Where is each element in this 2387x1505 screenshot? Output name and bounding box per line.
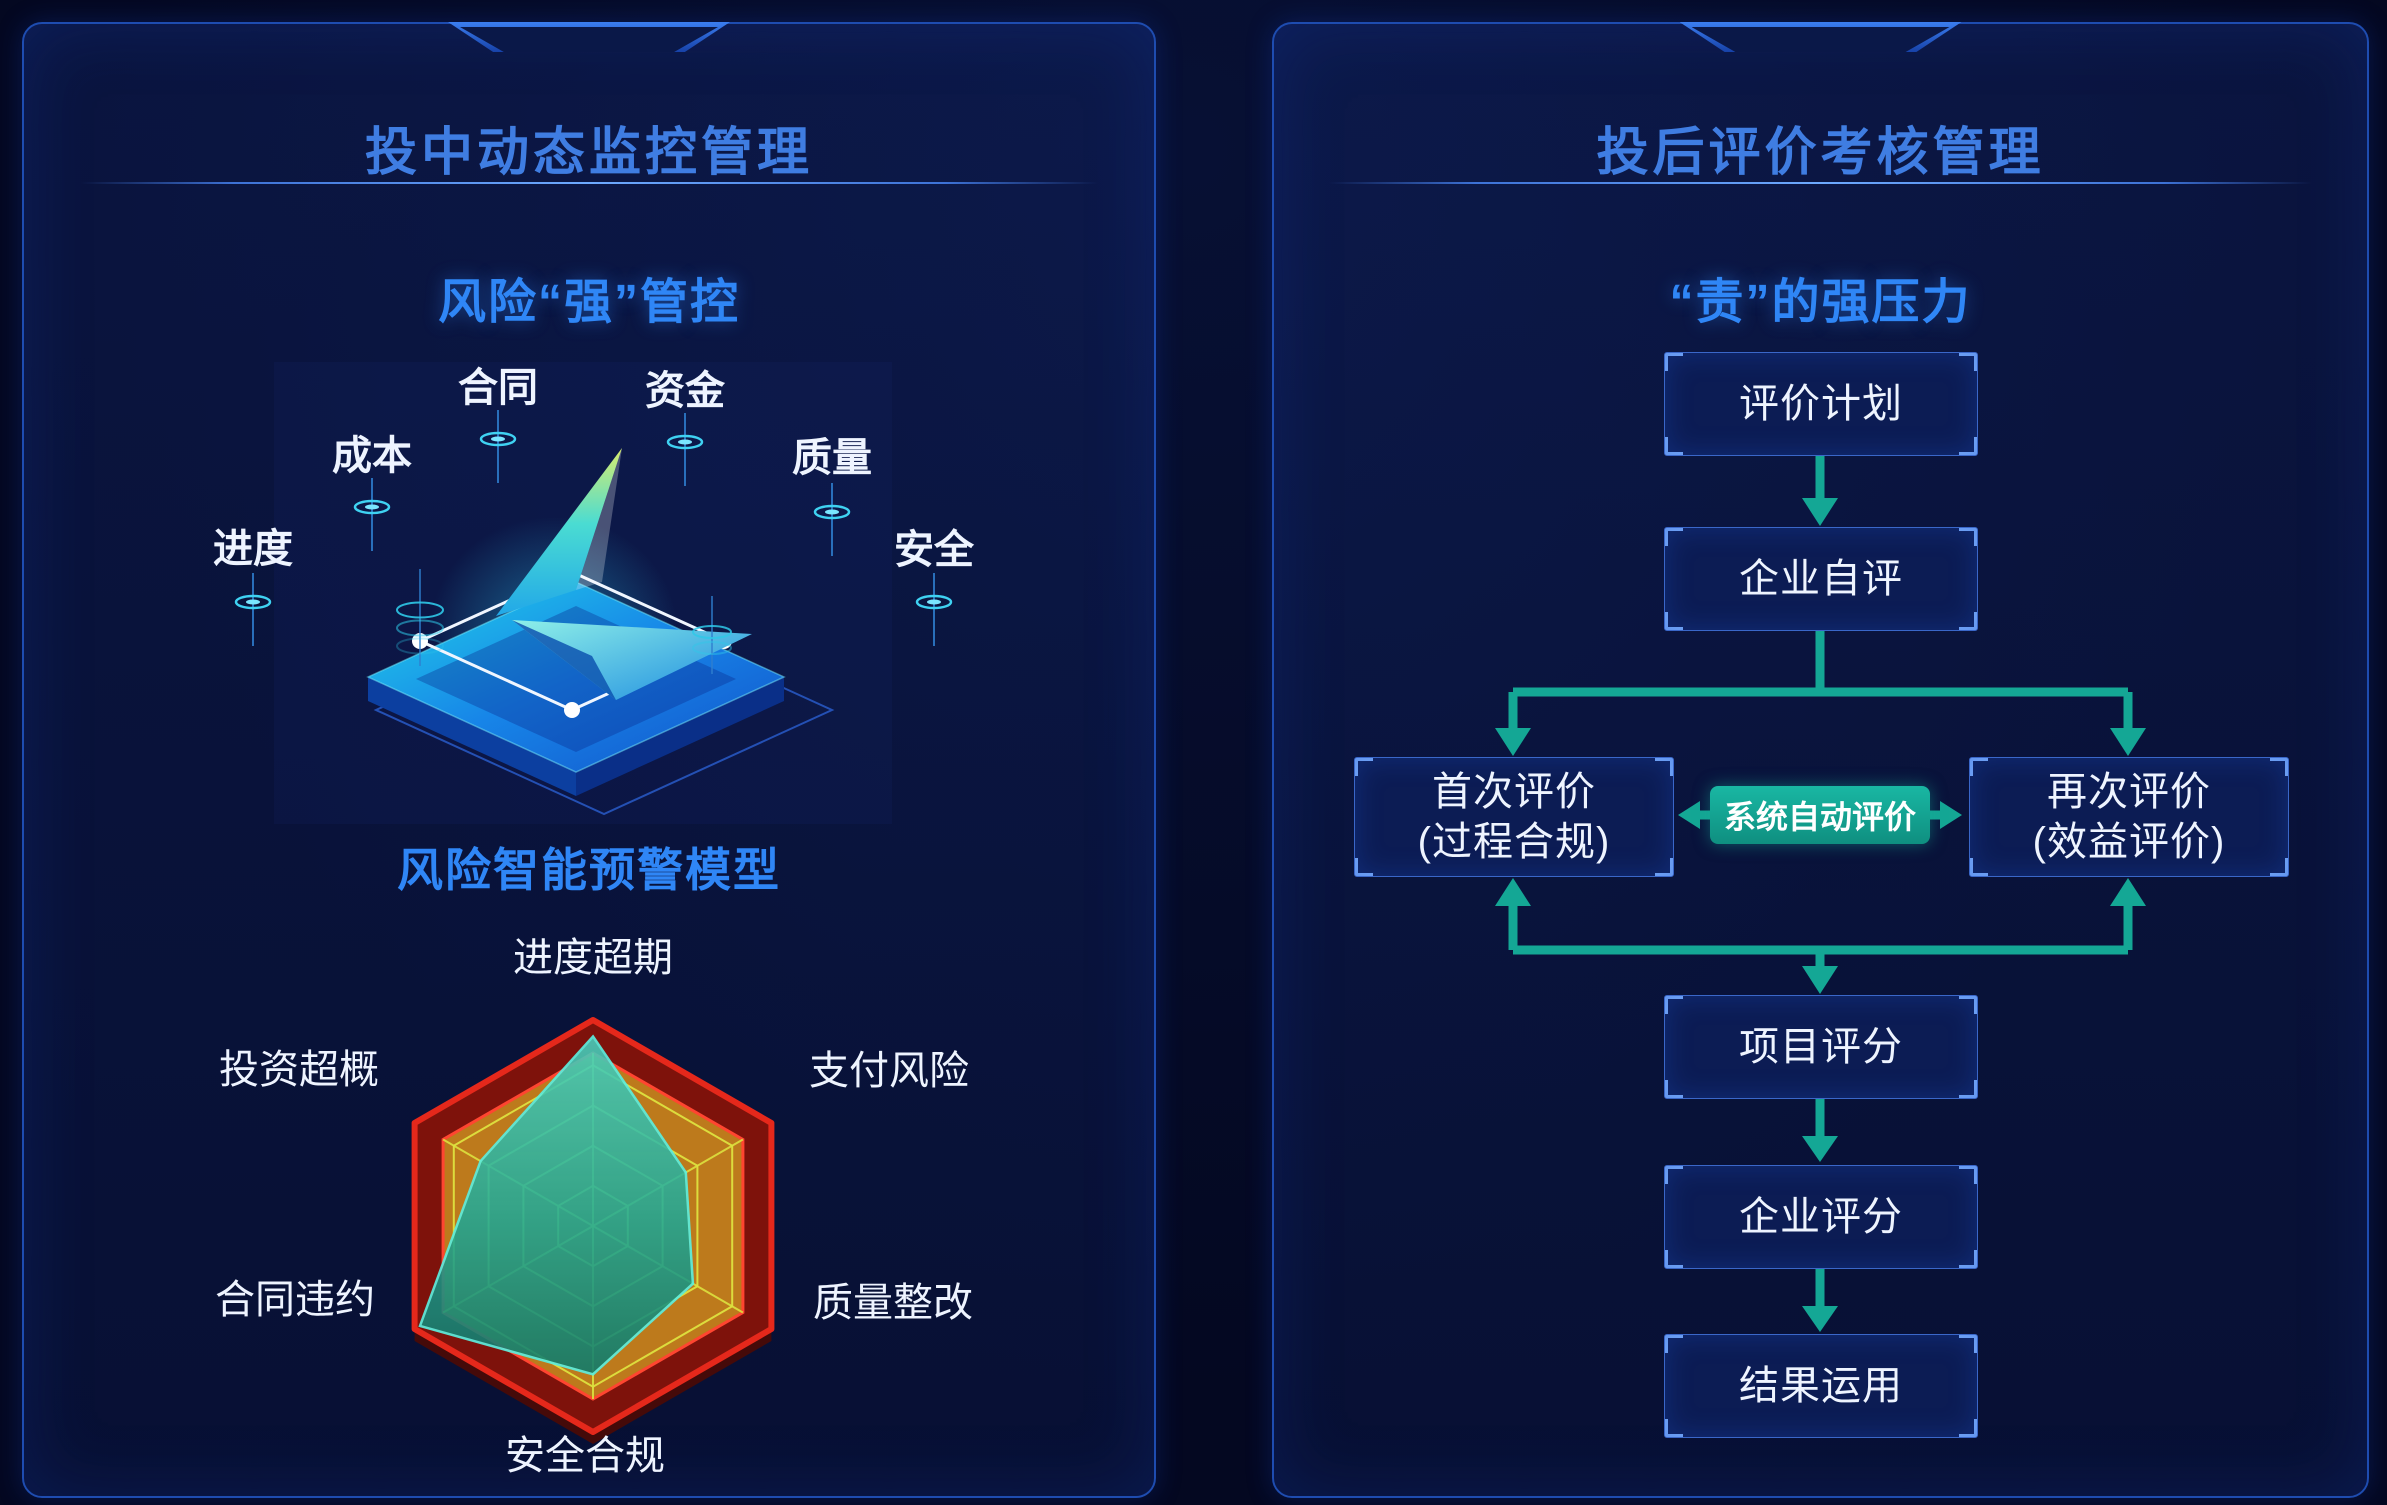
first-evaluation-line1: 首次评价 [1431, 770, 1596, 814]
risk-radar-chart [411, 1017, 775, 1444]
radar-axis-safety-compliance: 安全合规 [505, 1434, 665, 1478]
flow-step-enterprise-self-eval: 企业自评 [1664, 527, 1978, 631]
paper-planes [496, 448, 752, 700]
arrow-projectscore-to-enterprisescore [1802, 1099, 1838, 1162]
risk-label-funds: 资金 [645, 368, 726, 413]
arrow-plan-to-selfeval [1802, 456, 1838, 526]
marker-contract [479, 410, 517, 483]
marker-progress [234, 573, 272, 646]
second-evaluation-line2: (效益评价) [2032, 820, 2226, 864]
marker-quality [813, 483, 851, 556]
risk-label-contract: 合同 [458, 366, 538, 410]
second-evaluation-line1: 再次评价 [2046, 770, 2211, 814]
first-evaluation-line2: (过程合规) [1417, 820, 1611, 864]
flow-connectors [1495, 456, 2146, 1332]
radar-axis-payment-risk: 支付风险 [809, 1049, 969, 1093]
ring-stack-left [396, 569, 444, 666]
ring-stack-right [692, 596, 732, 674]
risk-label-quality: 质量 [792, 436, 872, 480]
flow-step-second-evaluation: 再次评价 (效益评价) [1969, 757, 2289, 877]
branch-selfeval-to-evaluations [1495, 629, 2146, 756]
arrow-enterprisescore-to-resultuse [1802, 1269, 1838, 1332]
flow-step-enterprise-score: 企业评分 [1664, 1165, 1978, 1269]
tab-notch-inner [1691, 27, 1950, 52]
title-divider [1328, 182, 2313, 184]
arrow-autoeval-right [1930, 801, 1962, 829]
second-evaluation-text: 再次评价 (效益评价) [2033, 767, 2226, 867]
title-divider [80, 182, 1098, 184]
responsibility-subtitle: “责”的强压力 [1669, 276, 1972, 329]
panel-investment-monitoring: 投中动态监控管理 风险“强”管控 [22, 22, 1156, 1498]
radar-axis-contract-breach: 合同违约 [215, 1278, 375, 1322]
risk-label-safety: 安全 [894, 527, 975, 572]
arrow-autoeval-left [1678, 801, 1710, 829]
first-evaluation-text: 首次评价 (过程合规) [1418, 767, 1611, 867]
radar-axis-progress-overdue: 进度超期 [513, 936, 673, 980]
tab-notch-inner [460, 27, 718, 52]
risk-label-cost: 成本 [332, 434, 412, 478]
flow-step-project-score: 项目评分 [1664, 995, 1978, 1099]
radar-chart-title: 风险智能预警模型 [397, 844, 781, 896]
marker-safety [915, 573, 953, 646]
marker-funds [666, 413, 704, 486]
connector-evaluations-to-projectscore [1495, 878, 2146, 994]
radar-plot [411, 1017, 775, 1444]
panel-post-investment-evaluation: 投后评价考核管理 “责”的强压力 [1272, 22, 2369, 1498]
flow-step-result-use: 结果运用 [1664, 1334, 1978, 1438]
flow-step-system-auto-eval: 系统自动评价 [1710, 786, 1930, 844]
radar-axis-over-budget: 投资超概 [219, 1048, 379, 1092]
flow-step-evaluation-plan: 评价计划 [1664, 352, 1978, 456]
left-panel-title: 投中动态监控管理 [364, 124, 813, 182]
risk-control-subtitle: 风险“强”管控 [437, 276, 740, 329]
radar-axis-quality-rectify: 质量整改 [813, 1281, 973, 1325]
panel-tab-notch [1679, 22, 1962, 52]
risk-3d-illustration: 合同 资金 成本 质量 进度 安全 [213, 362, 975, 824]
flow-step-first-evaluation: 首次评价 (过程合规) [1354, 757, 1674, 877]
right-panel-title: 投后评价考核管理 [1596, 124, 2045, 182]
risk-label-progress: 进度 [213, 527, 293, 571]
panel-tab-notch [448, 22, 730, 52]
marker-cost [353, 478, 391, 551]
